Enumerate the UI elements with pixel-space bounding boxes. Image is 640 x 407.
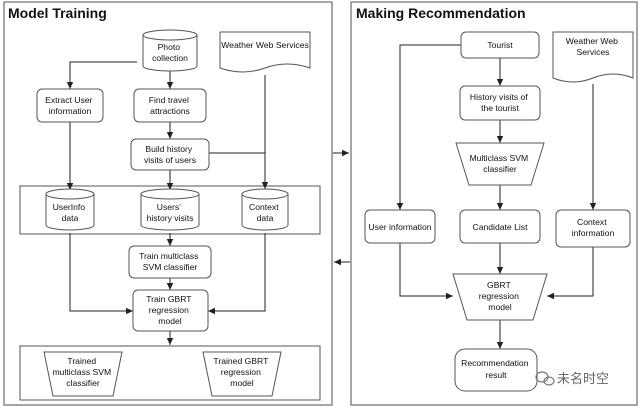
users-history-visits-label: Users' history visits [147, 202, 194, 223]
build-history-visits-node [130, 138, 210, 171]
train-gbrt-label: Train GBRT regression model [146, 294, 194, 326]
making-recommendation-title: Making Recommendation [356, 5, 526, 21]
userinfo-data-label: UserInfo data [53, 202, 88, 223]
multiclass-svm-classifier-node [455, 142, 545, 186]
candidate-list-node [459, 209, 541, 244]
recommendation-result-node [454, 348, 538, 392]
candidate-list-label: Candidate List [473, 222, 529, 232]
right-edges [396, 44, 597, 349]
users-history-visits-node [140, 188, 200, 231]
trained-gbrt-label: Trained GBRT regression model [213, 356, 270, 388]
trained-svm-node [43, 351, 123, 397]
wechat-icon [535, 371, 555, 386]
userinfo-data-node [45, 188, 95, 231]
build-history-visits-label: Build history visits of users [144, 144, 196, 165]
context-information-label: Context information [572, 217, 615, 238]
find-travel-attractions-node [133, 88, 207, 123]
recommendation-result-label: Recommendation result [461, 358, 531, 380]
context-information-node [555, 209, 631, 248]
find-travel-attractions-label: Find travel attractions [149, 95, 192, 116]
train-multiclass-svm-label: Train multiclass SVM classifier [139, 251, 201, 272]
extract-user-information-node [36, 88, 104, 123]
tourist-node [460, 31, 540, 59]
weather-web-services-right-node [552, 31, 634, 83]
train-multiclass-svm-node [128, 245, 212, 279]
train-gbrt-node [132, 289, 209, 332]
photo-collection-label: Photo collection [152, 42, 188, 63]
photo-collection-node [142, 29, 198, 72]
user-information-label: User information [368, 222, 431, 232]
tourist-label: Tourist [487, 40, 513, 50]
trained-gbrt-node [202, 351, 282, 397]
model-training-title: Model Training [8, 5, 107, 21]
multiclass-svm-classifier-label: Multiclass SVM classifier [469, 153, 530, 174]
gbrt-regression-model-label: GBRT regression model [479, 280, 522, 312]
gbrt-regression-model-node [452, 273, 548, 321]
watermark-text: 未名时空 [557, 371, 609, 387]
history-visits-tourist-node [459, 85, 541, 121]
context-data-label: Context data [249, 202, 281, 223]
weather-web-services-right-label: Weather Web Services [566, 36, 621, 57]
trained-svm-label: Trained multiclass SVM classifier [52, 356, 113, 388]
weather-web-services-left-node [219, 31, 311, 73]
extract-user-information-label: Extract User information [45, 95, 95, 116]
weather-web-services-left-label: Weather Web Services [221, 40, 309, 50]
history-visits-tourist-label: History visits of the tourist [470, 92, 530, 113]
user-information-node [364, 209, 436, 244]
context-data-node [241, 188, 289, 231]
left-edges [66, 61, 269, 345]
